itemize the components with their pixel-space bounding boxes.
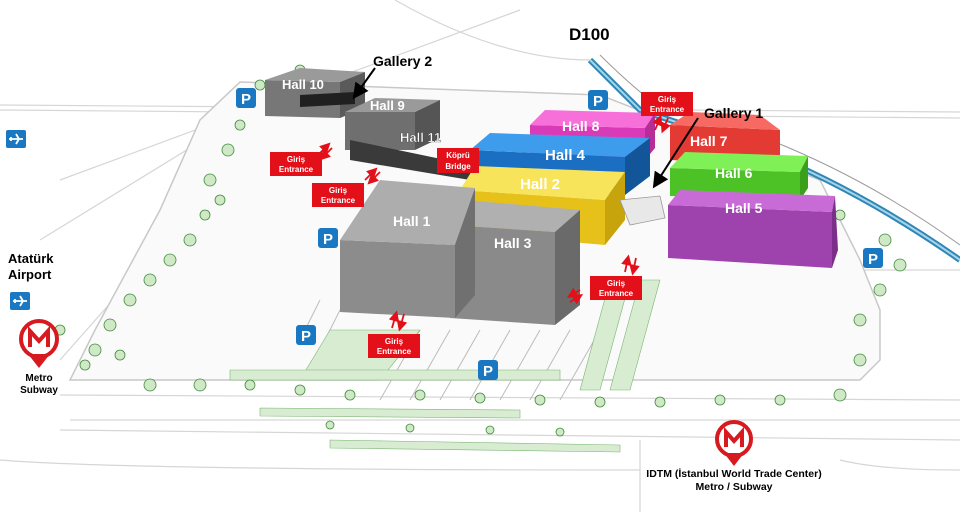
entrance-badge: Giriş Entrance: [590, 276, 642, 300]
parking-sign: P: [478, 360, 498, 380]
hall-1-building[interactable]: [340, 180, 475, 318]
svg-text:Giriş: Giriş: [607, 279, 626, 288]
svg-text:Bridge: Bridge: [445, 162, 471, 171]
hall-5-building[interactable]: [668, 190, 838, 268]
svg-text:Giriş: Giriş: [329, 186, 348, 195]
hall-5-label: Hall 5: [725, 200, 763, 216]
hall-3-label: Hall 3: [494, 235, 532, 251]
hall-9-label: Hall 9: [370, 98, 405, 113]
svg-text:P: P: [241, 91, 251, 108]
metro-left-line1: Metro: [25, 373, 52, 384]
hall-10-label: Hall 10: [282, 77, 324, 92]
gallery-1-arrow: [652, 117, 699, 189]
svg-text:Entrance: Entrance: [377, 347, 412, 356]
airplane-icon: [6, 130, 26, 148]
metro-right-line1: IDTM (İstanbul World Trade Center): [646, 467, 821, 480]
hall-labels: Hall 10 Hall 9 Hall 11 Hall 8 Hall 7 Hal…: [282, 77, 763, 251]
entrance-arrows: [317, 114, 671, 332]
airplane-icon: [10, 292, 30, 310]
hall-1-label: Hall 1: [393, 213, 431, 229]
parking-sign: P: [296, 325, 316, 345]
airport-name-line1: Atatürk: [8, 251, 54, 266]
parking-sign: P: [318, 228, 338, 248]
hall-11-label: Hall 11: [400, 130, 441, 145]
svg-text:P: P: [868, 251, 878, 268]
parking-sign: P: [588, 90, 608, 110]
entrance-badge: Giriş Entrance: [270, 152, 322, 176]
entrance-badge: Giriş Entrance: [368, 334, 420, 358]
svg-text:Entrance: Entrance: [279, 165, 314, 174]
bridge-label: Köprü Bridge: [437, 148, 479, 173]
parking-sign: P: [236, 88, 256, 108]
svg-text:P: P: [483, 363, 493, 380]
gallery-2-structure: [300, 92, 355, 107]
svg-text:Giriş: Giriş: [658, 95, 677, 104]
svg-text:Köprü: Köprü: [446, 151, 470, 160]
svg-text:Entrance: Entrance: [599, 289, 634, 298]
entrance-badge: Giriş Entrance: [641, 92, 693, 116]
airport-name-line2: Airport: [8, 267, 52, 282]
svg-text:Entrance: Entrance: [321, 196, 356, 205]
gallery-1-label: Gallery 1: [704, 105, 763, 121]
svg-text:P: P: [301, 328, 311, 345]
svg-text:Giriş: Giriş: [385, 337, 404, 346]
svg-text:Entrance: Entrance: [650, 105, 685, 114]
road-d100-label: D100: [569, 25, 610, 44]
metro-m-icon: [19, 319, 59, 368]
gallery-1-structure: [619, 195, 666, 226]
hall-2-label: Hall 2: [520, 176, 560, 193]
entrance-badge: Giriş Entrance: [312, 183, 364, 207]
metro-right-line2: Metro / Subway: [695, 481, 772, 493]
hall-7-label: Hall 7: [690, 133, 728, 149]
hall-9-building[interactable]: [345, 98, 440, 150]
hall-8-label: Hall 8: [562, 118, 600, 134]
gallery-2-label: Gallery 2: [373, 53, 432, 69]
svg-text:P: P: [323, 231, 333, 248]
hall-4-label: Hall 4: [545, 147, 586, 164]
gallery-2-arrow: [352, 67, 376, 100]
metro-m-icon: [715, 420, 753, 466]
metro-left-line2: Subway: [20, 385, 58, 396]
svg-text:Giriş: Giriş: [287, 155, 306, 164]
hall-6-label: Hall 6: [715, 165, 753, 181]
parking-sign: P: [863, 248, 883, 268]
svg-text:P: P: [593, 93, 603, 110]
